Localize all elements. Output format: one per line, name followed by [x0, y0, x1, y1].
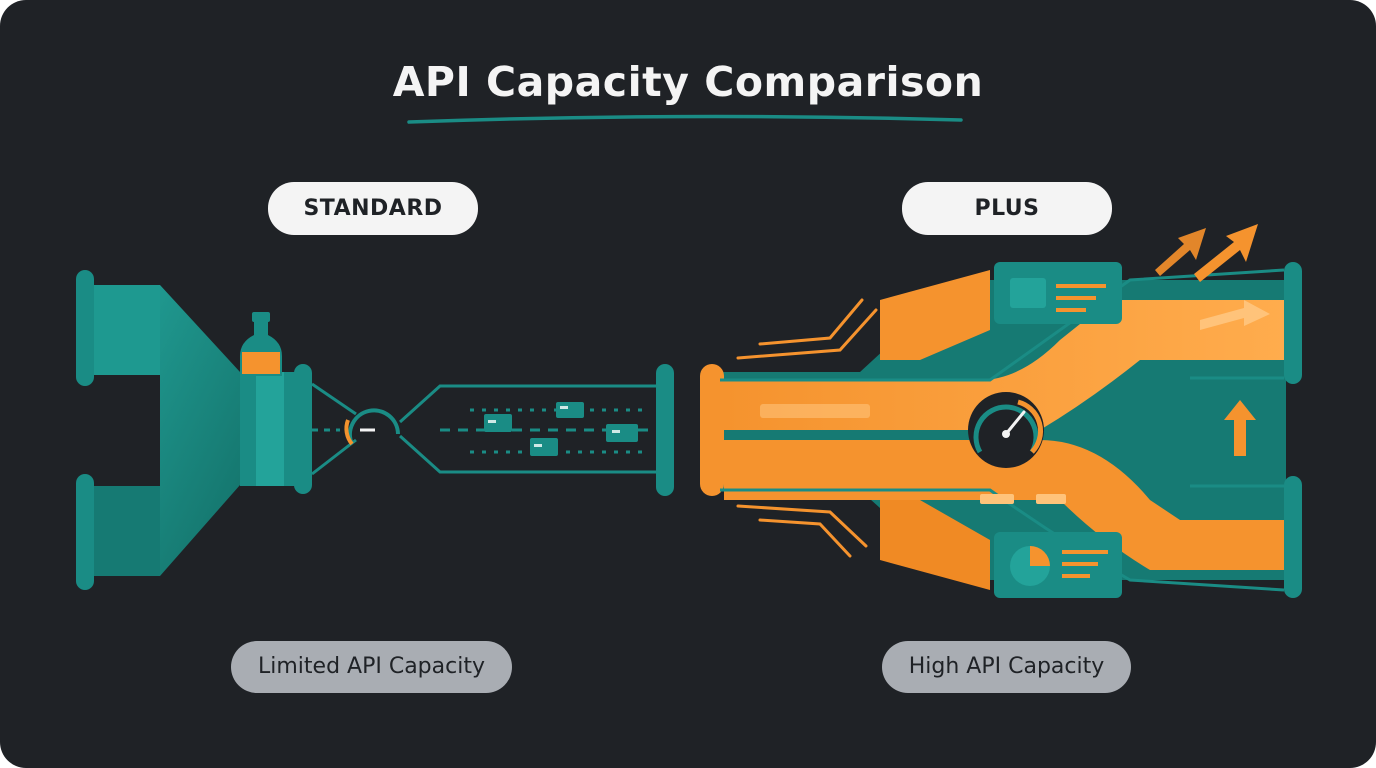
- small-gauge-icon: [344, 408, 400, 446]
- dashboard-panel-top: [994, 262, 1122, 324]
- title-underline: [407, 114, 963, 124]
- plus-teal-casing: [712, 280, 1286, 580]
- page-title: API Capacity Comparison: [392, 58, 984, 106]
- data-packets: [484, 402, 638, 456]
- bottle-icon: [240, 312, 282, 376]
- standard-flow-lines: [311, 382, 660, 476]
- plus-orange-lanes: [700, 262, 1302, 598]
- standard-outlet-flange: [656, 364, 674, 496]
- limited-capacity-badge: Limited API Capacity: [231, 641, 512, 693]
- plus-flow-lines: [720, 268, 1285, 592]
- standard-tier-label: STANDARD: [268, 182, 478, 235]
- standard-pipe-illustration: [76, 270, 674, 590]
- speedometer-icon: [968, 392, 1044, 468]
- dashboard-panel-bottom: [994, 532, 1122, 598]
- lane-highlights: [760, 404, 1066, 504]
- plus-tier-label: PLUS: [902, 182, 1112, 235]
- standard-pipe-body: [76, 270, 312, 590]
- speed-streaks: [736, 298, 878, 558]
- high-capacity-badge: High API Capacity: [882, 641, 1131, 693]
- up-arrow-icons: [1155, 224, 1270, 456]
